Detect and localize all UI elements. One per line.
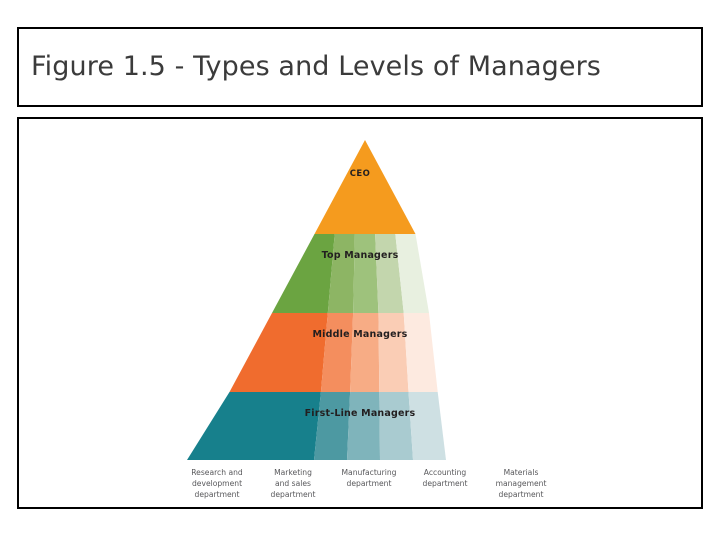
department-label-row: Research and development department Mark… — [179, 467, 559, 500]
department-label-research-and-development: Research and development department — [191, 468, 243, 499]
department-label-manufacturing: Manufacturing department — [341, 468, 397, 488]
pyramid-cell-ceo — [314, 140, 416, 234]
pyramid-cell-middle-4 — [378, 313, 409, 392]
pyramid-cell-first-1 — [187, 392, 321, 460]
pyramid-tier-middle-managers — [229, 313, 438, 392]
content-box: CEO Top Managers Middle Managers First-L… — [17, 117, 703, 509]
department-label-marketing-and-sales: Marketing and sales department — [270, 468, 316, 499]
pyramid-cell-first-2 — [314, 392, 351, 460]
pyramid-cell-middle-3 — [350, 313, 380, 392]
pyramid-tier-first-line-managers — [187, 392, 446, 460]
page-title: Figure 1.5 - Types and Levels of Manager… — [31, 51, 601, 83]
title-box: Figure 1.5 - Types and Levels of Manager… — [17, 27, 703, 107]
pyramid-cell-top-2 — [327, 234, 355, 313]
pyramid-svg — [187, 140, 446, 460]
pyramid-cell-middle-1 — [229, 313, 328, 392]
pyramid-cell-middle-5 — [403, 313, 438, 392]
pyramid-cell-middle-2 — [320, 313, 354, 392]
department-label-accounting: Accounting department — [422, 468, 468, 488]
pyramid-cell-top-5 — [395, 234, 429, 313]
pyramid-cell-first-5 — [408, 392, 446, 460]
pyramid-tier-top-managers — [272, 234, 429, 313]
pyramid-cell-first-3 — [347, 392, 380, 460]
pyramid-cell-first-4 — [379, 392, 413, 460]
pyramid-cell-top-1 — [272, 234, 335, 313]
department-label-materials-management: Materials management department — [495, 468, 547, 499]
management-pyramid-diagram: CEO Top Managers Middle Managers First-L… — [19, 119, 701, 507]
pyramid-cell-top-3 — [353, 234, 379, 313]
pyramid-tier-ceo — [314, 140, 416, 234]
pyramid-cell-top-4 — [375, 234, 404, 313]
